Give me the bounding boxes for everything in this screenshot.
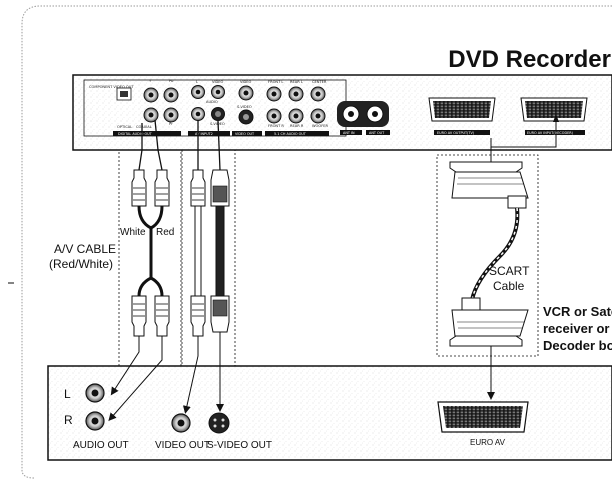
component-video-out-label: COMPONENT VIDEO OUT	[89, 85, 134, 89]
red-label: Red	[156, 227, 174, 238]
r-label: R	[64, 413, 73, 427]
optical-label: OPTICAL	[117, 125, 132, 129]
pb-label: Pb	[169, 79, 174, 83]
ant-in-label: ANT IN	[343, 131, 355, 135]
av-cable-sublabel: (Red/White)	[49, 257, 113, 271]
device-euro-av-label: EURO AV	[470, 438, 506, 447]
scart-cable-label-2: Cable	[493, 279, 525, 293]
device-s-video-out-jack[interactable]	[208, 412, 230, 434]
s-video-jack-label: S-VIDEO	[237, 105, 252, 109]
scart-top-plug	[449, 161, 529, 209]
video-jack-label: VIDEO	[240, 80, 252, 84]
video-cable-bottom-plug	[190, 295, 206, 337]
woofer-label: WOOFER	[312, 124, 329, 128]
device-euro-av-port[interactable]	[437, 401, 529, 433]
av-s-video-label: S-VIDEO	[210, 122, 225, 126]
white-label: White	[120, 227, 146, 238]
ant-out-label: ANT OUT	[369, 131, 385, 135]
av-cable-top-plug-red	[154, 169, 170, 207]
device-s-video-out-label: S-VIDEO OUT	[207, 440, 272, 451]
digital-audio-out-label: DIGITAL AUDIO OUT	[118, 132, 153, 136]
signal-arrows	[108, 332, 495, 422]
device-label-line2: receiver or	[543, 321, 610, 336]
dvd-back-panel: COMPONENT VIDEO OUT Y Pb Pr OPTICAL COAX…	[72, 74, 612, 151]
ch51-out-label: 5.1 CH AUDIO OUT	[274, 132, 307, 136]
center-label: CENTER	[312, 80, 327, 84]
rear-l-label: REAR L	[290, 80, 303, 84]
page-title: DVD Recorder	[448, 46, 611, 73]
euro-av-output-port[interactable]	[428, 97, 496, 122]
av-cable-bottom-plug-white	[131, 295, 147, 337]
euro-av-input-label: EURO AV INPUT(DECODER)	[527, 131, 574, 135]
s-video-cable-bottom-plug	[210, 295, 230, 333]
euro-av-input-port[interactable]	[520, 97, 588, 122]
audio-out-label: AUDIO OUT	[73, 440, 129, 451]
av-audio-label: AUDIO	[206, 100, 218, 104]
outer-frame	[21, 5, 612, 479]
video-out-panel-label: VIDEO OUT	[235, 132, 255, 136]
s-video-cable-top-plug	[210, 169, 230, 207]
video-cable-top-plug	[190, 169, 206, 207]
av-input-label: AV INPUT2	[195, 132, 213, 136]
device-video-out-label: VIDEO OUT	[155, 440, 210, 451]
av-cable-top-plug-white	[131, 169, 147, 207]
l-label: L	[64, 387, 71, 401]
av-input-jacks[interactable]	[191, 85, 225, 121]
front-r-label: FRONT R	[268, 124, 284, 128]
audio-out-jacks[interactable]	[85, 383, 105, 431]
coaxial-label: COAXIAL	[136, 125, 152, 129]
external-device-panel: L R AUDIO OUT VIDEO OUT S-VIDEO OUT	[47, 365, 612, 461]
scart-cable: SCART Cable	[436, 114, 559, 357]
device-label-line1: VCR or Satellite	[543, 304, 612, 319]
rear-r-label: REAR R	[290, 124, 304, 128]
av-l-label: L	[196, 80, 198, 84]
component-jacks[interactable]	[143, 87, 179, 123]
device-video-out-jack[interactable]	[171, 413, 191, 433]
pr-label: Pr	[169, 122, 173, 126]
euro-av-output-label: EURO AV OUTPUT(TV)	[437, 131, 475, 135]
video-cables	[181, 120, 236, 437]
av-video-label: VIDEO	[212, 80, 224, 84]
av-cable-bottom-plug-red	[154, 295, 170, 337]
scart-bottom-plug	[449, 297, 529, 347]
y-label: Y	[149, 79, 152, 83]
scart-cable-label-1: SCART	[489, 264, 530, 278]
device-label-line3: Decoder box	[543, 338, 612, 353]
surround-jacks[interactable]	[266, 86, 326, 124]
av-cable-label: A/V CABLE	[54, 242, 116, 256]
av-cable: White Red	[118, 119, 182, 437]
front-l-label: FRONT L	[268, 80, 283, 84]
